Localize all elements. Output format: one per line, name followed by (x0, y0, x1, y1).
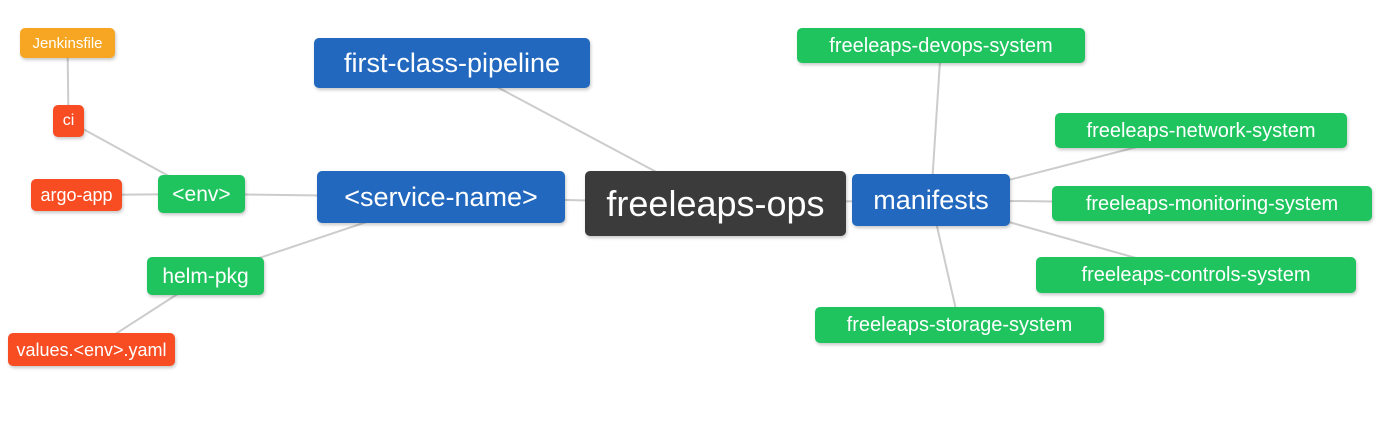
node-jenkinsfile[interactable]: Jenkinsfile (20, 28, 115, 58)
node-devops-system[interactable]: freeleaps-devops-system (797, 28, 1085, 63)
node-monitoring-system[interactable]: freeleaps-monitoring-system (1052, 186, 1372, 221)
node-controls-system[interactable]: freeleaps-controls-system (1036, 257, 1356, 293)
node-helm-pkg[interactable]: helm-pkg (147, 257, 264, 295)
node-network-system[interactable]: freeleaps-network-system (1055, 113, 1347, 148)
node-ci[interactable]: ci (53, 105, 84, 137)
node-env[interactable]: <env> (158, 175, 245, 213)
node-manifests[interactable]: manifests (852, 174, 1010, 226)
node-values-env-yaml[interactable]: values.<env>.yaml (8, 333, 175, 366)
node-service-name[interactable]: <service-name> (317, 171, 565, 223)
node-freeleaps-ops[interactable]: freeleaps-ops (585, 171, 846, 236)
node-first-class-pipeline[interactable]: first-class-pipeline (314, 38, 590, 88)
node-storage-system[interactable]: freeleaps-storage-system (815, 307, 1104, 343)
node-argo-app[interactable]: argo-app (31, 179, 122, 211)
